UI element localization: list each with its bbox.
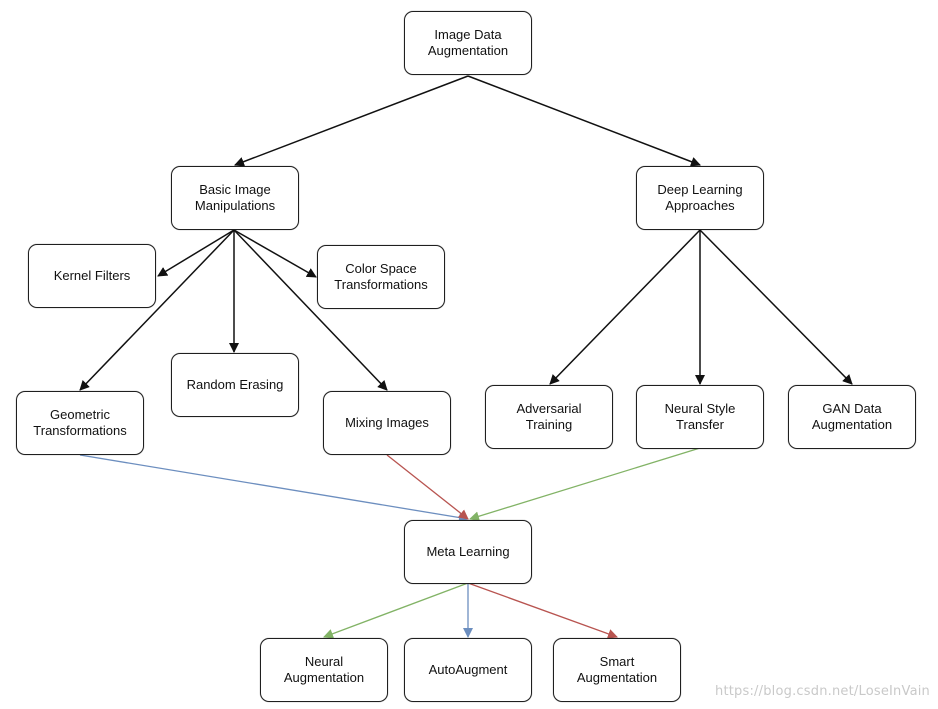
edge-mixing-to-meta — [386, 454, 469, 520]
edge-deep-to-gan — [699, 229, 853, 385]
edge-root-to-basic — [234, 75, 469, 167]
node-kernel-filters: Kernel Filters — [28, 244, 156, 308]
node-color-space-transformations: Color Space Transformations — [317, 245, 445, 309]
node-adversarial-training: Adversarial Training — [485, 385, 613, 449]
node-basic-image-manipulations: Basic Image Manipulations — [171, 166, 299, 230]
watermark-text: https://blog.csdn.net/LoseInVain — [715, 684, 930, 699]
node-meta-learning: Meta Learning — [404, 520, 532, 584]
node-neural-augmentation: Neural Augmentation — [260, 638, 388, 702]
node-neural-style-transfer: Neural Style Transfer — [636, 385, 764, 449]
node-smart-augmentation: Smart Augmentation — [553, 638, 681, 702]
node-gan-data-augmentation: GAN Data Augmentation — [788, 385, 916, 449]
edge-root-to-deep — [467, 75, 701, 167]
node-deep-learning-approaches: Deep Learning Approaches — [636, 166, 764, 230]
node-autoaugment: AutoAugment — [404, 638, 532, 702]
edge-meta-to-neural-aug — [323, 582, 469, 639]
edge-basic-to-color — [233, 229, 317, 278]
node-random-erasing: Random Erasing — [171, 353, 299, 417]
edge-basic-to-geometric — [79, 229, 235, 391]
node-geometric-transformations: Geometric Transformations — [16, 391, 144, 455]
edge-basic-to-mixing — [233, 229, 388, 391]
node-image-data-augmentation: Image Data Augmentation — [404, 11, 532, 75]
edge-style-to-meta — [469, 447, 701, 522]
edge-basic-to-kernel — [157, 229, 235, 277]
edge-geometric-to-meta — [79, 454, 469, 523]
edge-deep-to-adversarial — [549, 229, 701, 385]
edge-meta-to-smart-aug — [467, 582, 618, 639]
node-mixing-images: Mixing Images — [323, 391, 451, 455]
